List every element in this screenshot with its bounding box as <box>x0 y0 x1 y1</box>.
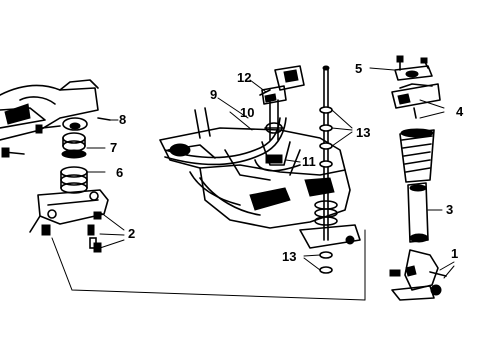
callout-11: 11 <box>302 154 316 169</box>
callout-12: 12 <box>237 70 251 85</box>
strut-mount <box>391 83 445 119</box>
lower-spring-center <box>299 200 361 249</box>
bolt-left <box>1 147 25 158</box>
callout-6: 6 <box>116 165 123 180</box>
callout-13-lower: 13 <box>282 249 296 264</box>
jounce-bumper <box>61 132 87 159</box>
strut-body <box>407 182 443 243</box>
stabilizer-link <box>261 99 291 166</box>
strut-boot <box>399 128 435 183</box>
callout-5: 5 <box>355 61 362 76</box>
callout-2: 2 <box>128 226 135 241</box>
callout-1: 1 <box>451 246 458 261</box>
callout-3: 3 <box>446 202 453 217</box>
callout-7: 7 <box>110 140 117 155</box>
callout-13-upper: 13 <box>356 125 370 140</box>
left-leader-lines <box>51 147 366 301</box>
left-frame-rail <box>0 79 99 141</box>
coil-spring <box>60 166 88 194</box>
shock-absorber <box>303 65 353 274</box>
callout-10: 10 <box>240 105 254 120</box>
spindle-knuckle <box>364 229 455 301</box>
callout-8: 8 <box>119 112 126 127</box>
center-leader-lines <box>217 79 301 163</box>
upper-mount-plate <box>369 55 433 81</box>
upper-spring-seat <box>35 117 119 134</box>
callout-9: 9 <box>210 87 217 102</box>
stabilizer-bracket <box>259 65 305 105</box>
lower-control-arm <box>29 189 109 253</box>
callout-4: 4 <box>456 104 464 119</box>
